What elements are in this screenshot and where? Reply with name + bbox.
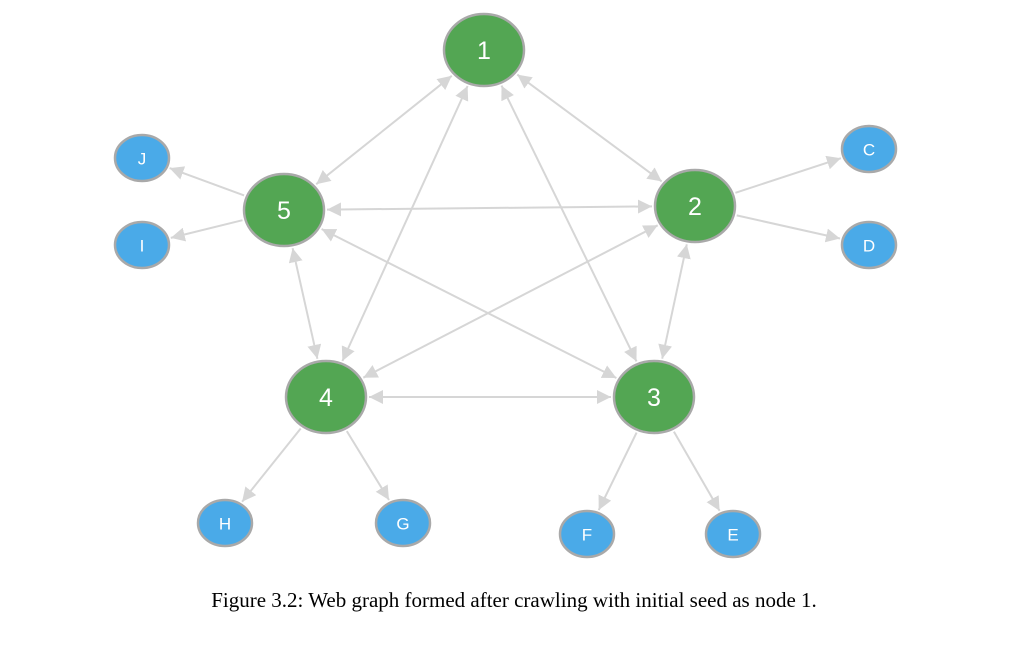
edge-2-5 xyxy=(326,199,653,217)
node-G-circle xyxy=(374,498,432,548)
node-D-circle xyxy=(840,220,898,270)
edge-2-4 xyxy=(362,224,659,379)
edge-3-F xyxy=(597,432,638,511)
node-H-label: H xyxy=(219,515,231,534)
node-I-label: I xyxy=(140,237,145,256)
edge-2-3 xyxy=(658,244,691,359)
node-E-label: E xyxy=(727,526,738,545)
node-F-circle xyxy=(558,509,616,559)
node-J-circle xyxy=(113,133,171,183)
edge-1-2 xyxy=(516,73,663,183)
node-3: 3 xyxy=(612,359,696,435)
node-J-label: J xyxy=(138,150,147,169)
node-2: 2 xyxy=(653,168,737,244)
node-4-label: 4 xyxy=(319,384,333,412)
node-1-label: 1 xyxy=(477,37,491,65)
edges-layer xyxy=(169,73,842,512)
edge-1-4 xyxy=(341,85,469,362)
node-3-label: 3 xyxy=(647,384,661,412)
node-H: H xyxy=(196,498,254,548)
edge-4-H xyxy=(241,427,302,503)
node-D: D xyxy=(840,220,898,270)
node-C-label: C xyxy=(863,141,875,160)
node-4: 4 xyxy=(284,359,368,435)
web-graph-diagram: 1 2 3 4 5 C D E F G H I J xyxy=(113,12,898,559)
node-H-circle xyxy=(196,498,254,548)
node-2-circle xyxy=(653,168,737,244)
node-1-circle xyxy=(442,12,526,88)
edge-1-5 xyxy=(315,75,453,185)
node-2-label: 2 xyxy=(688,193,702,221)
edge-5-3 xyxy=(321,228,617,379)
node-C: C xyxy=(840,124,898,174)
edge-2-C xyxy=(735,155,842,194)
edge-1-3 xyxy=(500,85,638,362)
node-F: F xyxy=(558,509,616,559)
edge-3-E xyxy=(673,431,721,512)
edge-2-D xyxy=(736,214,841,243)
figure-caption: Figure 3.2: Web graph formed after crawl… xyxy=(211,588,817,612)
node-D-label: D xyxy=(863,237,875,256)
edge-4-G xyxy=(345,430,390,501)
node-3-circle xyxy=(612,359,696,435)
node-J: J xyxy=(113,133,171,183)
node-C-circle xyxy=(840,124,898,174)
edge-5-I xyxy=(170,219,243,242)
node-E: E xyxy=(704,509,762,559)
node-G: G xyxy=(374,498,432,548)
node-5-label: 5 xyxy=(277,197,291,225)
node-G-label: G xyxy=(396,515,409,534)
nodes-layer: 1 2 3 4 5 C D E F G H I J xyxy=(113,12,898,559)
node-5-circle xyxy=(242,172,326,248)
node-F-label: F xyxy=(582,526,592,545)
node-E-circle xyxy=(704,509,762,559)
node-4-circle xyxy=(284,359,368,435)
edge-5-J xyxy=(169,166,245,197)
node-5: 5 xyxy=(242,172,326,248)
edge-5-4 xyxy=(288,247,322,360)
node-I-circle xyxy=(113,220,171,270)
node-I: I xyxy=(113,220,171,270)
node-1: 1 xyxy=(442,12,526,88)
